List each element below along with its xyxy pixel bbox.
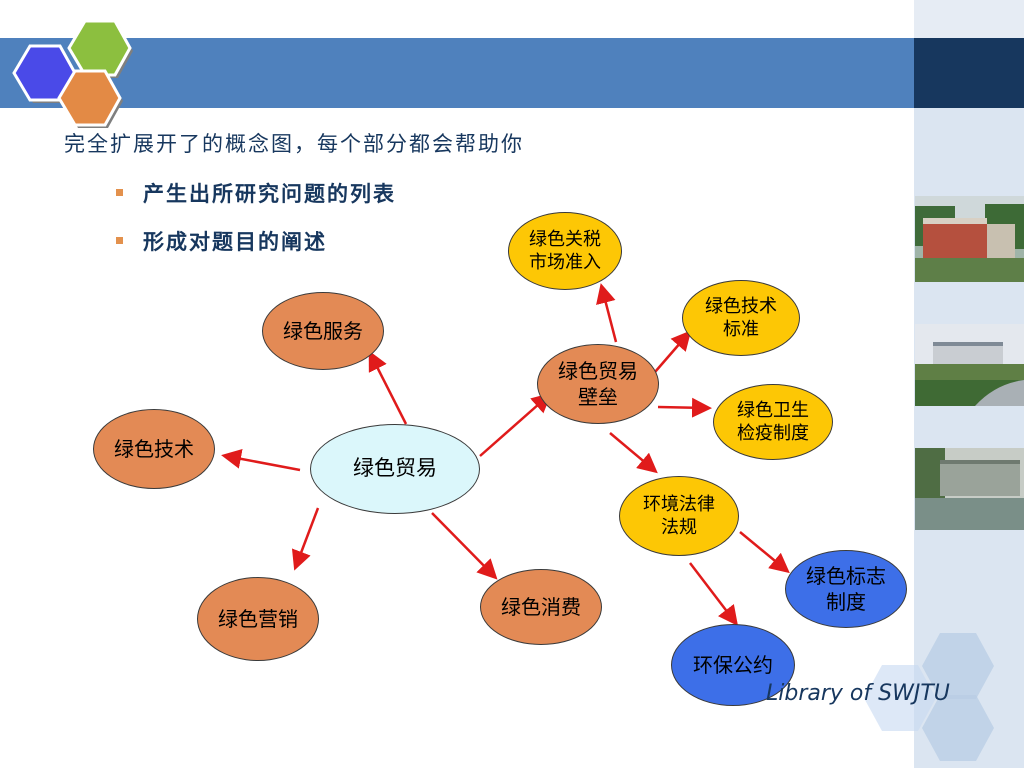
arrow-barrier-to-standard xyxy=(654,330,692,373)
arrow-center-to-marketing xyxy=(291,507,320,571)
arrow-envlaw-to-treaty xyxy=(689,562,739,626)
bullet-text-1: 产生出所研究问题的列表 xyxy=(143,182,396,206)
header-dark-block xyxy=(914,38,1024,108)
node-green-label-system: 绿色标志 制度 xyxy=(785,550,907,628)
bullet-square-icon xyxy=(116,188,123,196)
bullet-item-2: 形成对题目的阐述 xyxy=(116,226,327,256)
right-panel-top xyxy=(914,0,1024,38)
bullet-text-2: 形成对题目的阐述 xyxy=(143,230,327,254)
campus-photo-2 xyxy=(915,324,1024,406)
hexagon-logo-icon xyxy=(12,19,133,128)
campus-photo-3 xyxy=(915,448,1024,530)
node-green-trade: 绿色贸易 xyxy=(310,424,480,514)
node-green-tariff: 绿色关税 市场准入 xyxy=(508,212,622,290)
header-bar xyxy=(0,38,914,108)
footer-library-text: Library of SWJTU xyxy=(766,681,950,706)
intro-text: 完全扩展开了的概念图，每个部分都会帮助你 xyxy=(64,132,524,156)
node-green-consumption: 绿色消费 xyxy=(480,569,602,645)
arrow-center-to-service xyxy=(368,350,408,425)
arrow-barrier-to-envlaw xyxy=(609,432,658,474)
arrow-center-to-barrier xyxy=(479,392,552,457)
arrow-barrier-to-tariff xyxy=(596,283,618,343)
bullet-square-icon xyxy=(116,236,123,244)
arrow-envlaw-to-label xyxy=(739,531,790,574)
arrow-center-to-tech xyxy=(221,448,301,472)
arrow-barrier-to-sanitary xyxy=(657,397,712,418)
hexagon-decoration-icon xyxy=(864,633,994,761)
node-green-service: 绿色服务 xyxy=(262,292,384,370)
node-green-trade-barrier: 绿色贸易 壁垒 xyxy=(537,344,659,424)
node-green-marketing: 绿色营销 xyxy=(197,577,319,661)
bullet-item-1: 产生出所研究问题的列表 xyxy=(116,178,396,208)
node-green-tech: 绿色技术 xyxy=(93,409,215,489)
node-env-law: 环境法律 法规 xyxy=(619,476,739,556)
arrow-center-to-consumption xyxy=(431,512,498,580)
node-green-sanitary: 绿色卫生 检疫制度 xyxy=(713,384,833,460)
node-env-treaty: 环保公约 xyxy=(671,624,795,706)
node-green-tech-standard: 绿色技术 标准 xyxy=(682,280,800,356)
campus-photo-1 xyxy=(915,196,1024,282)
